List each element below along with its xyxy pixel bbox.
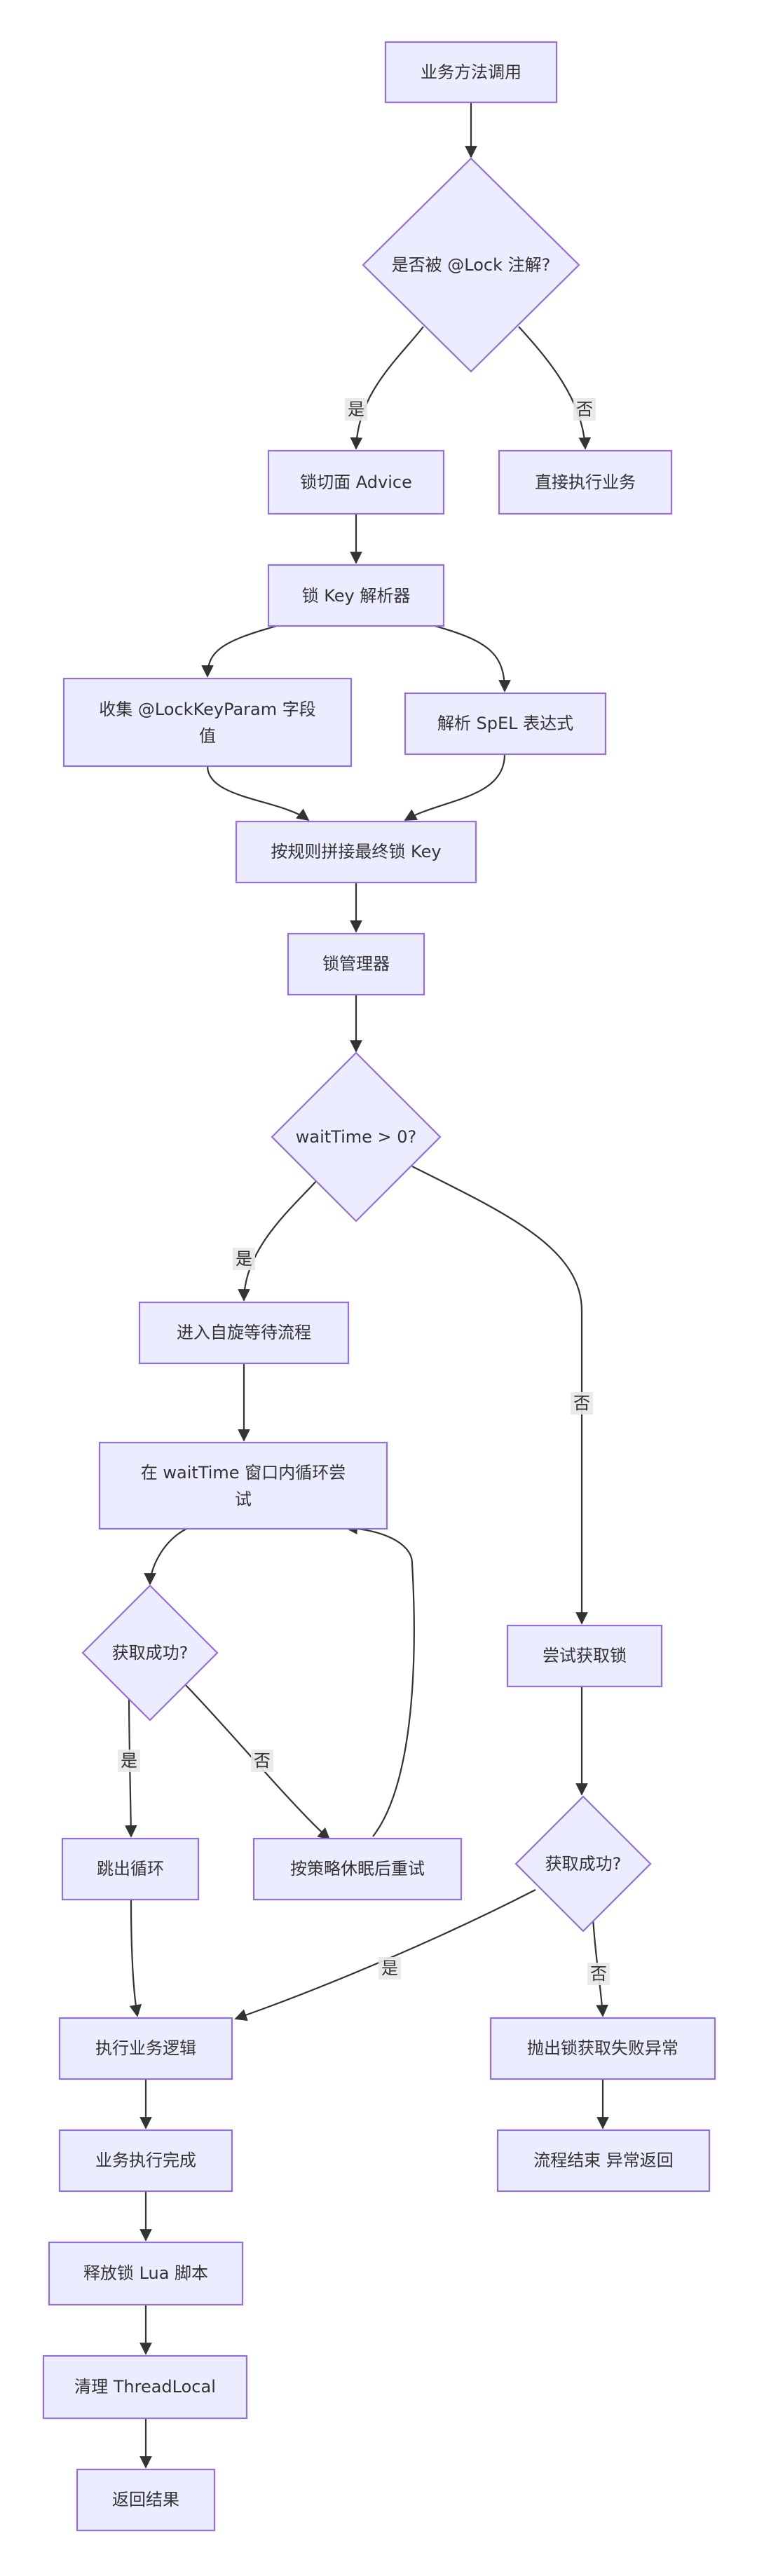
node-label: 按策略休眠后重试	[290, 1859, 425, 1879]
node-key-parser: 锁 Key 解析器	[267, 564, 445, 627]
edge-label-waittime-yes: 是	[233, 1248, 255, 1270]
node-label-line-1: 在 waitTime 窗口内循环尝	[141, 1463, 346, 1483]
edge-check-to-direct	[518, 326, 592, 450]
edge-labels: 是 否 是 否 是 否 是 否	[118, 398, 610, 1985]
edge-spel-to-concat	[404, 754, 506, 821]
node-business-done: 业务执行完成	[58, 2129, 233, 2193]
node-lock-manager: 锁管理器	[287, 932, 425, 996]
node-parse-spel: 解析 SpEL 表达式	[404, 692, 607, 756]
node-return-result: 返回结果	[76, 2468, 216, 2532]
edge-label-left-yes: 是	[118, 1750, 140, 1772]
edge-label-text: 是	[121, 1751, 137, 1771]
node-label-line-2: 值	[199, 726, 216, 746]
node-label: 业务执行完成	[95, 2151, 196, 2170]
node-label: 解析 SpEL 表达式	[437, 714, 573, 733]
node-label: 跳出循环	[97, 1859, 164, 1879]
edge-collect-to-concat	[206, 765, 310, 822]
edge-label-check-yes: 是	[345, 398, 367, 421]
node-label: 获取成功?	[545, 1854, 622, 1874]
edge-loop-to-left-diamond	[144, 1528, 187, 1586]
node-label: 获取成功?	[112, 1643, 189, 1663]
node-acquired-left: 获取成功?	[81, 1584, 219, 1722]
edge-label-check-no: 否	[573, 398, 596, 421]
node-label: 抛出锁获取失败异常	[527, 2038, 678, 2058]
edge-label-right-yes: 是	[378, 1957, 401, 1979]
edge-break-to-exec	[129, 1899, 142, 2017]
edge-parser-to-spel	[434, 625, 511, 693]
node-throw-fail: 抛出锁获取失败异常	[489, 2017, 716, 2080]
edge-label-text: 是	[236, 1249, 252, 1269]
edge-right-diamond-to-exec	[234, 1889, 536, 2022]
node-loop-try: 在 waitTime 窗口内循环尝 试	[98, 1441, 388, 1530]
node-start: 业务方法调用	[384, 41, 558, 104]
edge-parser-to-collect	[201, 625, 278, 678]
edge-label-left-no: 否	[251, 1750, 273, 1772]
node-label: 尝试获取锁	[543, 1646, 627, 1665]
node-break-loop: 跳出循环	[61, 1837, 200, 1901]
edge-waittime-to-spin	[238, 1180, 318, 1302]
node-end-error: 流程结束 异常返回	[496, 2129, 711, 2193]
node-label-line-2: 试	[235, 1490, 252, 1509]
node-label: 是否被 @Lock 注解?	[392, 255, 551, 275]
node-acquired-right: 获取成功?	[514, 1795, 652, 1933]
node-sleep-retry: 按策略休眠后重试	[252, 1837, 463, 1901]
node-label: 释放锁 Lua 脚本	[83, 2263, 208, 2283]
node-wait-time: waitTime > 0?	[271, 1051, 442, 1222]
edge-label-text: 否	[576, 400, 593, 419]
node-try-acquire: 尝试获取锁	[506, 1624, 663, 1688]
node-label: 返回结果	[112, 2490, 179, 2509]
edge-label-right-no: 否	[587, 1963, 610, 1985]
node-label: 清理 ThreadLocal	[74, 2377, 216, 2397]
edge-waittime-to-try	[411, 1166, 588, 1625]
node-direct-exec: 直接执行业务	[498, 449, 673, 515]
node-concat-key: 按规则拼接最终锁 Key	[235, 820, 477, 884]
edges	[124, 102, 609, 2469]
node-label: 直接执行业务	[535, 472, 636, 492]
node-clear-threadlocal: 清理 ThreadLocal	[42, 2354, 248, 2420]
nodes: 业务方法调用 是否被 @Lock 注解? 锁切面 Advice 直接执行业务 锁…	[42, 41, 716, 2532]
node-label: 锁 Key 解析器	[302, 586, 411, 606]
node-label: 执行业务逻辑	[95, 2038, 196, 2058]
node-release-lua: 释放锁 Lua 脚本	[48, 2241, 244, 2306]
edge-label-text: 否	[254, 1751, 271, 1771]
node-exec-business: 执行业务逻辑	[58, 2017, 233, 2080]
edge-label-text: 否	[590, 1964, 607, 1984]
node-collect-param: 收集 @LockKeyParam 字段 值	[62, 677, 353, 768]
node-label: waitTime > 0?	[296, 1127, 417, 1147]
edge-label-text: 否	[573, 1393, 590, 1413]
edge-check-to-aspect	[350, 326, 424, 450]
node-label: 按规则拼接最终锁 Key	[271, 842, 441, 861]
edge-sleep-to-loop	[345, 1522, 415, 1837]
edge-label-waittime-no: 否	[571, 1392, 593, 1415]
node-label: 锁切面 Advice	[300, 472, 412, 492]
node-label-line-1: 收集 @LockKeyParam 字段	[99, 700, 316, 719]
node-label: 流程结束 异常返回	[533, 2151, 674, 2170]
edge-label-text: 是	[381, 1958, 398, 1978]
node-label: 锁管理器	[322, 954, 390, 974]
node-label: 进入自旋等待流程	[177, 1323, 311, 1342]
node-label: 业务方法调用	[421, 62, 521, 82]
node-lock-aspect: 锁切面 Advice	[267, 449, 445, 515]
edge-label-text: 是	[348, 400, 364, 419]
node-check-lock: 是否被 @Lock 注解?	[362, 157, 580, 373]
node-spin-wait: 进入自旋等待流程	[138, 1301, 350, 1365]
